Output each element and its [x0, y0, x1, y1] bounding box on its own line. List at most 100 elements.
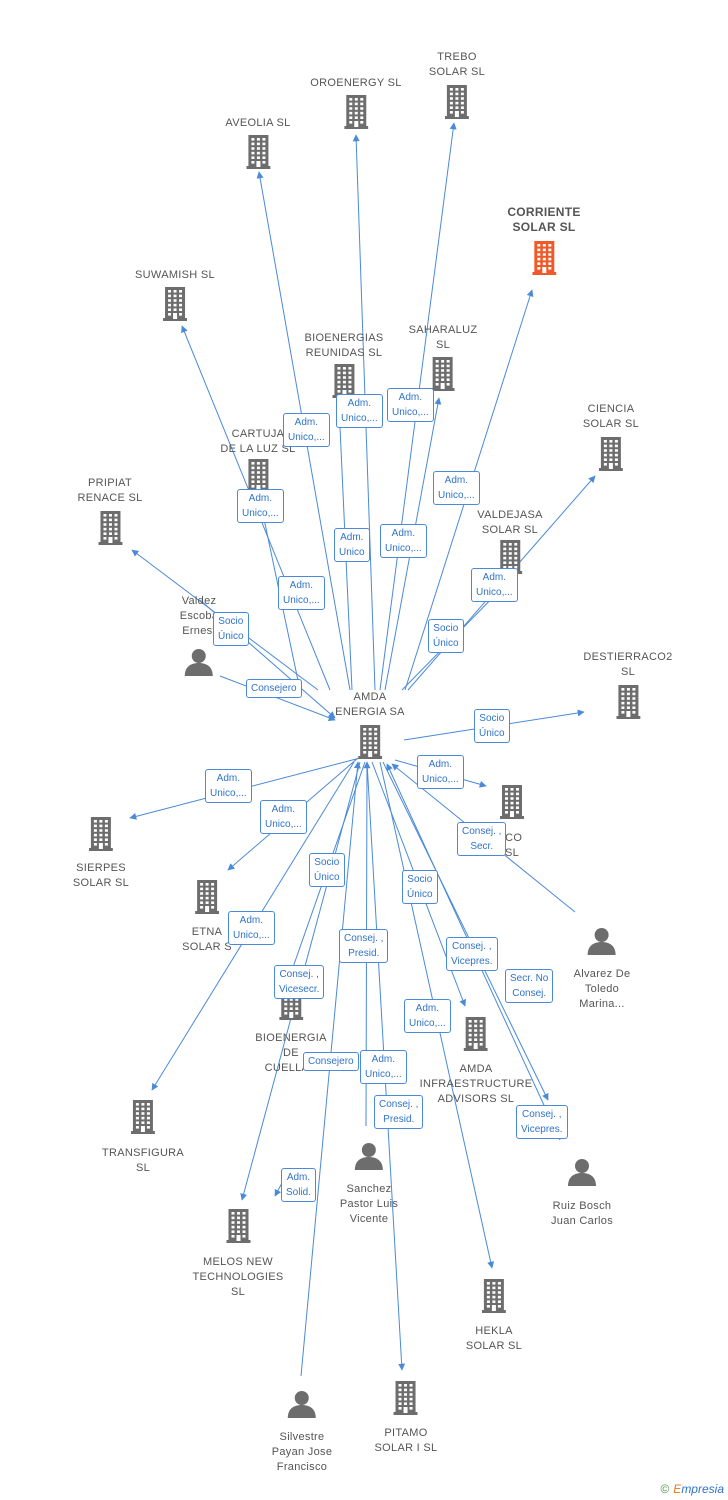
edge-role-label[interactable]: Socio Único: [428, 619, 464, 653]
node-label: CIENCIA SOLAR SL: [582, 403, 640, 430]
company-node-amdainfra[interactable]: AMDA INFRAESTRUCTURE ADVISORS SL: [420, 1017, 533, 1107]
building-icon: [583, 437, 639, 476]
node-label: VALDEJASA SOLAR SL: [477, 509, 543, 536]
building-icon: [500, 785, 524, 824]
company-node-melos[interactable]: MELOS NEW TECHNOLOGIES SL: [192, 1209, 283, 1300]
building-icon: [310, 95, 401, 134]
edge-role-label[interactable]: Consej. , Secr.: [457, 822, 507, 856]
edge-role-label[interactable]: Adm. Unico,...: [260, 800, 307, 834]
node-label: DESTIERRACO2 SL: [583, 651, 673, 678]
edge-role-label[interactable]: Adm. Unico,...: [433, 471, 480, 505]
building-icon: [135, 287, 215, 326]
company-node-destierraco[interactable]: DESTIERRACO2 SL: [583, 650, 672, 724]
company-node-saharaluz[interactable]: SAHARALUZ SL: [409, 323, 478, 396]
node-label: ICO SL: [501, 832, 523, 859]
node-label: TREBO SOLAR SL: [428, 51, 486, 78]
company-node-pripiat[interactable]: PRIPIAT RENACE SL: [77, 476, 142, 550]
edge-role-label[interactable]: Secr. No Consej.: [505, 969, 554, 1003]
edge-role-label[interactable]: Adm. Unico,...: [404, 999, 451, 1033]
company-node-oroenergy[interactable]: OROENERGY SL: [310, 76, 401, 134]
edge-role-label[interactable]: Adm. Unico,...: [336, 394, 383, 428]
edge-role-label[interactable]: Adm. Unico,...: [205, 769, 252, 803]
company-node-hekla[interactable]: HEKLA SOLAR SL: [466, 1279, 522, 1354]
person-node-silvestre[interactable]: Silvestre Payan Jose Francisco: [272, 1390, 332, 1475]
edge-role-label[interactable]: Adm. Unico,...: [283, 413, 330, 447]
edge-line: [382, 761, 549, 1101]
person-node-alvarez[interactable]: Alvarez De Toledo Marina...: [574, 927, 631, 1012]
person-node-valdez[interactable]: Valdez Escoba Ernest: [180, 594, 219, 681]
company-node-mico[interactable]: ICO SL: [500, 785, 524, 861]
edge-role-label[interactable]: Consej. , Presid.: [339, 929, 389, 963]
edge-role-label[interactable]: Adm. Unico,...: [237, 489, 284, 523]
node-label: AMDA ENERGIA SA: [335, 691, 405, 718]
building-icon: [182, 880, 232, 919]
person-node-sanchez[interactable]: Sanchez Pastor Luis Vicente: [340, 1142, 398, 1227]
company-node-bioreunidas[interactable]: BIOENERGIAS REUNIDAS SL: [304, 331, 383, 403]
company-node-aveolia[interactable]: AVEOLIA SL: [225, 116, 290, 174]
person-node-ruiz[interactable]: Ruiz Bosch Juan Carlos: [551, 1158, 613, 1229]
company-node-ciencia[interactable]: CIENCIA SOLAR SL: [583, 402, 639, 476]
node-label: CORRIENTE SOLAR SL: [507, 205, 581, 234]
edge-role-label[interactable]: Consejero: [303, 1052, 359, 1071]
node-label: MELOS NEW TECHNOLOGIES SL: [192, 1256, 284, 1298]
edge-role-label[interactable]: Adm. Unico: [334, 528, 370, 562]
node-label: TRANSFIGURA SL: [101, 1147, 185, 1174]
person-icon: [551, 1158, 613, 1191]
node-label: Alvarez De Toledo Marina...: [573, 968, 631, 1010]
person-icon: [340, 1142, 398, 1175]
edge-role-label[interactable]: Adm. Unico,...: [380, 524, 427, 558]
edge-role-label[interactable]: Adm. Unico,...: [387, 388, 434, 422]
person-icon: [272, 1390, 332, 1423]
company-node-etna[interactable]: ETNA SOLAR S: [182, 880, 232, 955]
empresia-credit[interactable]: ©Empresia: [660, 1482, 724, 1496]
building-icon: [583, 685, 672, 724]
building-icon: [77, 511, 142, 550]
node-label: Valdez Escoba Ernest: [179, 595, 219, 637]
company-node-trebo[interactable]: TREBO SOLAR SL: [429, 50, 485, 124]
company-node-suwamish[interactable]: SUWAMISH SL: [135, 268, 215, 326]
node-label: Sanchez Pastor Luis Vicente: [339, 1183, 399, 1225]
edge-role-label[interactable]: Socio Único: [309, 853, 345, 887]
node-label: SUWAMISH SL: [135, 269, 215, 281]
edge-role-label[interactable]: Socio Único: [474, 709, 510, 743]
edge-role-label[interactable]: Adm. Unico,...: [360, 1050, 407, 1084]
edge-role-label[interactable]: Consej. , Vicepres.: [446, 937, 498, 971]
edge-role-label[interactable]: Consejero: [246, 679, 302, 698]
node-label: OROENERGY SL: [310, 77, 402, 89]
empresia-logo: Empresia: [673, 1482, 724, 1496]
edge-role-label[interactable]: Adm. Unico,...: [228, 911, 275, 945]
node-label: BIOENERGIAS REUNIDAS SL: [304, 332, 384, 359]
edge-line: [219, 675, 336, 722]
node-label: HEKLA SOLAR SL: [465, 1325, 523, 1352]
edge-role-label[interactable]: Socio Único: [213, 612, 249, 646]
company-node-amda[interactable]: AMDA ENERGIA SA: [335, 690, 405, 764]
building-icon: [409, 357, 478, 396]
edge-role-label[interactable]: Consej. , Vicepres.: [516, 1105, 568, 1139]
edge-role-label[interactable]: Adm. Unico,...: [417, 755, 464, 789]
building-icon: [192, 1209, 283, 1248]
company-node-corriente[interactable]: CORRIENTE SOLAR SL: [507, 205, 580, 280]
node-label: AMDA INFRAESTRUCTURE ADVISORS SL: [419, 1063, 533, 1105]
building-icon: [420, 1017, 533, 1056]
edge-role-label[interactable]: Consej. , Vicesecr.: [274, 965, 325, 999]
edge-role-label[interactable]: Socio Único: [402, 870, 438, 904]
edge-role-label[interactable]: Adm. Solid.: [281, 1168, 317, 1202]
edge-role-label[interactable]: Consej. , Presid.: [374, 1095, 424, 1129]
node-label: SIERPES SOLAR SL: [72, 862, 130, 889]
edge-role-label[interactable]: Adm. Unico,...: [278, 576, 325, 610]
building-icon: [102, 1100, 184, 1139]
edge-role-label[interactable]: Adm. Unico,...: [471, 568, 518, 602]
copyright-symbol: ©: [660, 1482, 670, 1496]
node-label: PITAMO SOLAR I SL: [374, 1427, 438, 1454]
node-label: AVEOLIA SL: [225, 117, 291, 129]
building-icon: [335, 725, 405, 764]
company-node-sierpes[interactable]: SIERPES SOLAR SL: [73, 817, 129, 891]
building-icon: [375, 1381, 438, 1420]
building-icon: [466, 1279, 522, 1318]
company-node-pitamo[interactable]: PITAMO SOLAR I SL: [375, 1381, 438, 1456]
company-node-transfigura[interactable]: TRANSFIGURA SL: [102, 1100, 184, 1176]
building-icon: [507, 241, 580, 280]
building-icon: [73, 817, 129, 856]
node-label: SAHARALUZ SL: [408, 324, 478, 351]
node-label: PRIPIAT RENACE SL: [77, 477, 143, 504]
